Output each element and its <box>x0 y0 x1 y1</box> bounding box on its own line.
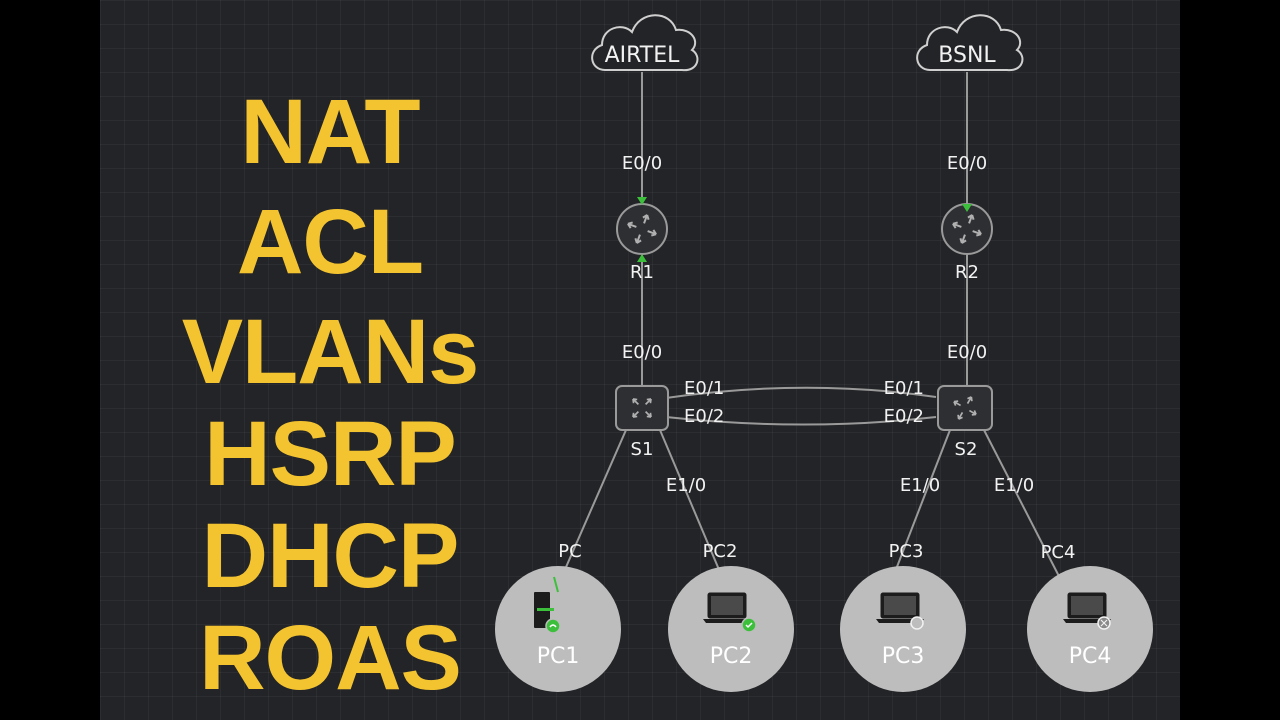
switch-s1[interactable] <box>615 385 669 431</box>
r2-port-up: E0/0 <box>947 153 987 174</box>
pc4-name: PC4 <box>1069 644 1112 669</box>
pc4-link-label: PC4 <box>1041 542 1076 563</box>
s1-name: S1 <box>631 439 654 460</box>
s2-port-pc3: E1/0 <box>900 475 940 496</box>
status-ok-icon <box>545 618 561 634</box>
r2-name: R2 <box>955 262 979 283</box>
cloud-airtel-label: AIRTEL <box>605 43 681 68</box>
link-s2-pc3 <box>894 429 951 573</box>
s1-port-pc2: E1/0 <box>666 475 706 496</box>
topic-roas: ROAS <box>199 607 462 709</box>
link-s1-s2-b <box>665 416 937 426</box>
r1-port-down: E0/0 <box>622 342 662 363</box>
link-s1-s2-a <box>665 386 937 399</box>
pc1-link-label: PC <box>558 541 581 562</box>
s2-port-a: E0/1 <box>884 378 924 399</box>
s2-name: S2 <box>955 439 978 460</box>
status-pending-icon <box>910 616 924 630</box>
router-r1[interactable] <box>616 197 668 262</box>
link-s1-pc2 <box>659 429 721 573</box>
s1-port-b: E0/2 <box>684 406 724 427</box>
cloud-bsnl-label: BSNL <box>938 43 996 68</box>
router-r2[interactable] <box>941 203 993 255</box>
topic-nat: NAT <box>240 81 420 183</box>
host-pc4[interactable]: PC4 <box>1027 566 1153 692</box>
link-s2-pc4 <box>983 429 1066 589</box>
r1-name: R1 <box>630 262 654 283</box>
r2-port-down: E0/0 <box>947 342 987 363</box>
pc2-name: PC2 <box>710 644 753 669</box>
topic-acl: ACL <box>236 191 424 293</box>
topic-hsrp: HSRP <box>204 403 457 505</box>
pc3-link-label: PC3 <box>889 541 924 562</box>
pc2-link-label: PC2 <box>703 541 738 562</box>
right-letterbox <box>1180 0 1280 720</box>
link-up-indicator <box>637 197 647 205</box>
s2-port-b: E0/2 <box>884 406 924 427</box>
status-ok-icon <box>741 617 757 633</box>
pc1-name: PC1 <box>537 644 580 669</box>
host-pc3[interactable]: PC3 <box>840 566 966 692</box>
switch-s2[interactable] <box>937 385 993 431</box>
cloud-bsnl[interactable]: BSNL <box>916 14 1024 72</box>
laptop-icon <box>702 592 752 624</box>
desktop-tower-icon <box>534 592 554 628</box>
host-pc1[interactable]: PC1 <box>495 566 621 692</box>
pc3-name: PC3 <box>882 644 925 669</box>
left-letterbox <box>0 0 100 720</box>
cloud-airtel[interactable]: AIRTEL <box>591 14 699 72</box>
r1-port-up: E0/0 <box>622 153 662 174</box>
topic-dhcp: DHCP <box>201 505 460 607</box>
link-up-indicator <box>962 204 972 212</box>
status-error-icon <box>1097 616 1111 630</box>
link-s1-pc1 <box>555 429 627 591</box>
host-pc2[interactable]: PC2 <box>668 566 794 692</box>
link-up-indicator <box>637 254 647 262</box>
s2-port-pc4: E1/0 <box>994 475 1034 496</box>
network-diagram: AIRTEL BSNL E0/0 E0/0 R1 R2 E0/0 E0/0 <box>495 14 1153 692</box>
topic-vlans: VLANs <box>181 301 480 403</box>
topology-canvas: NAT ACL VLANs HSRP DHCP ROAS <box>100 0 1180 720</box>
s1-port-a: E0/1 <box>684 378 724 399</box>
